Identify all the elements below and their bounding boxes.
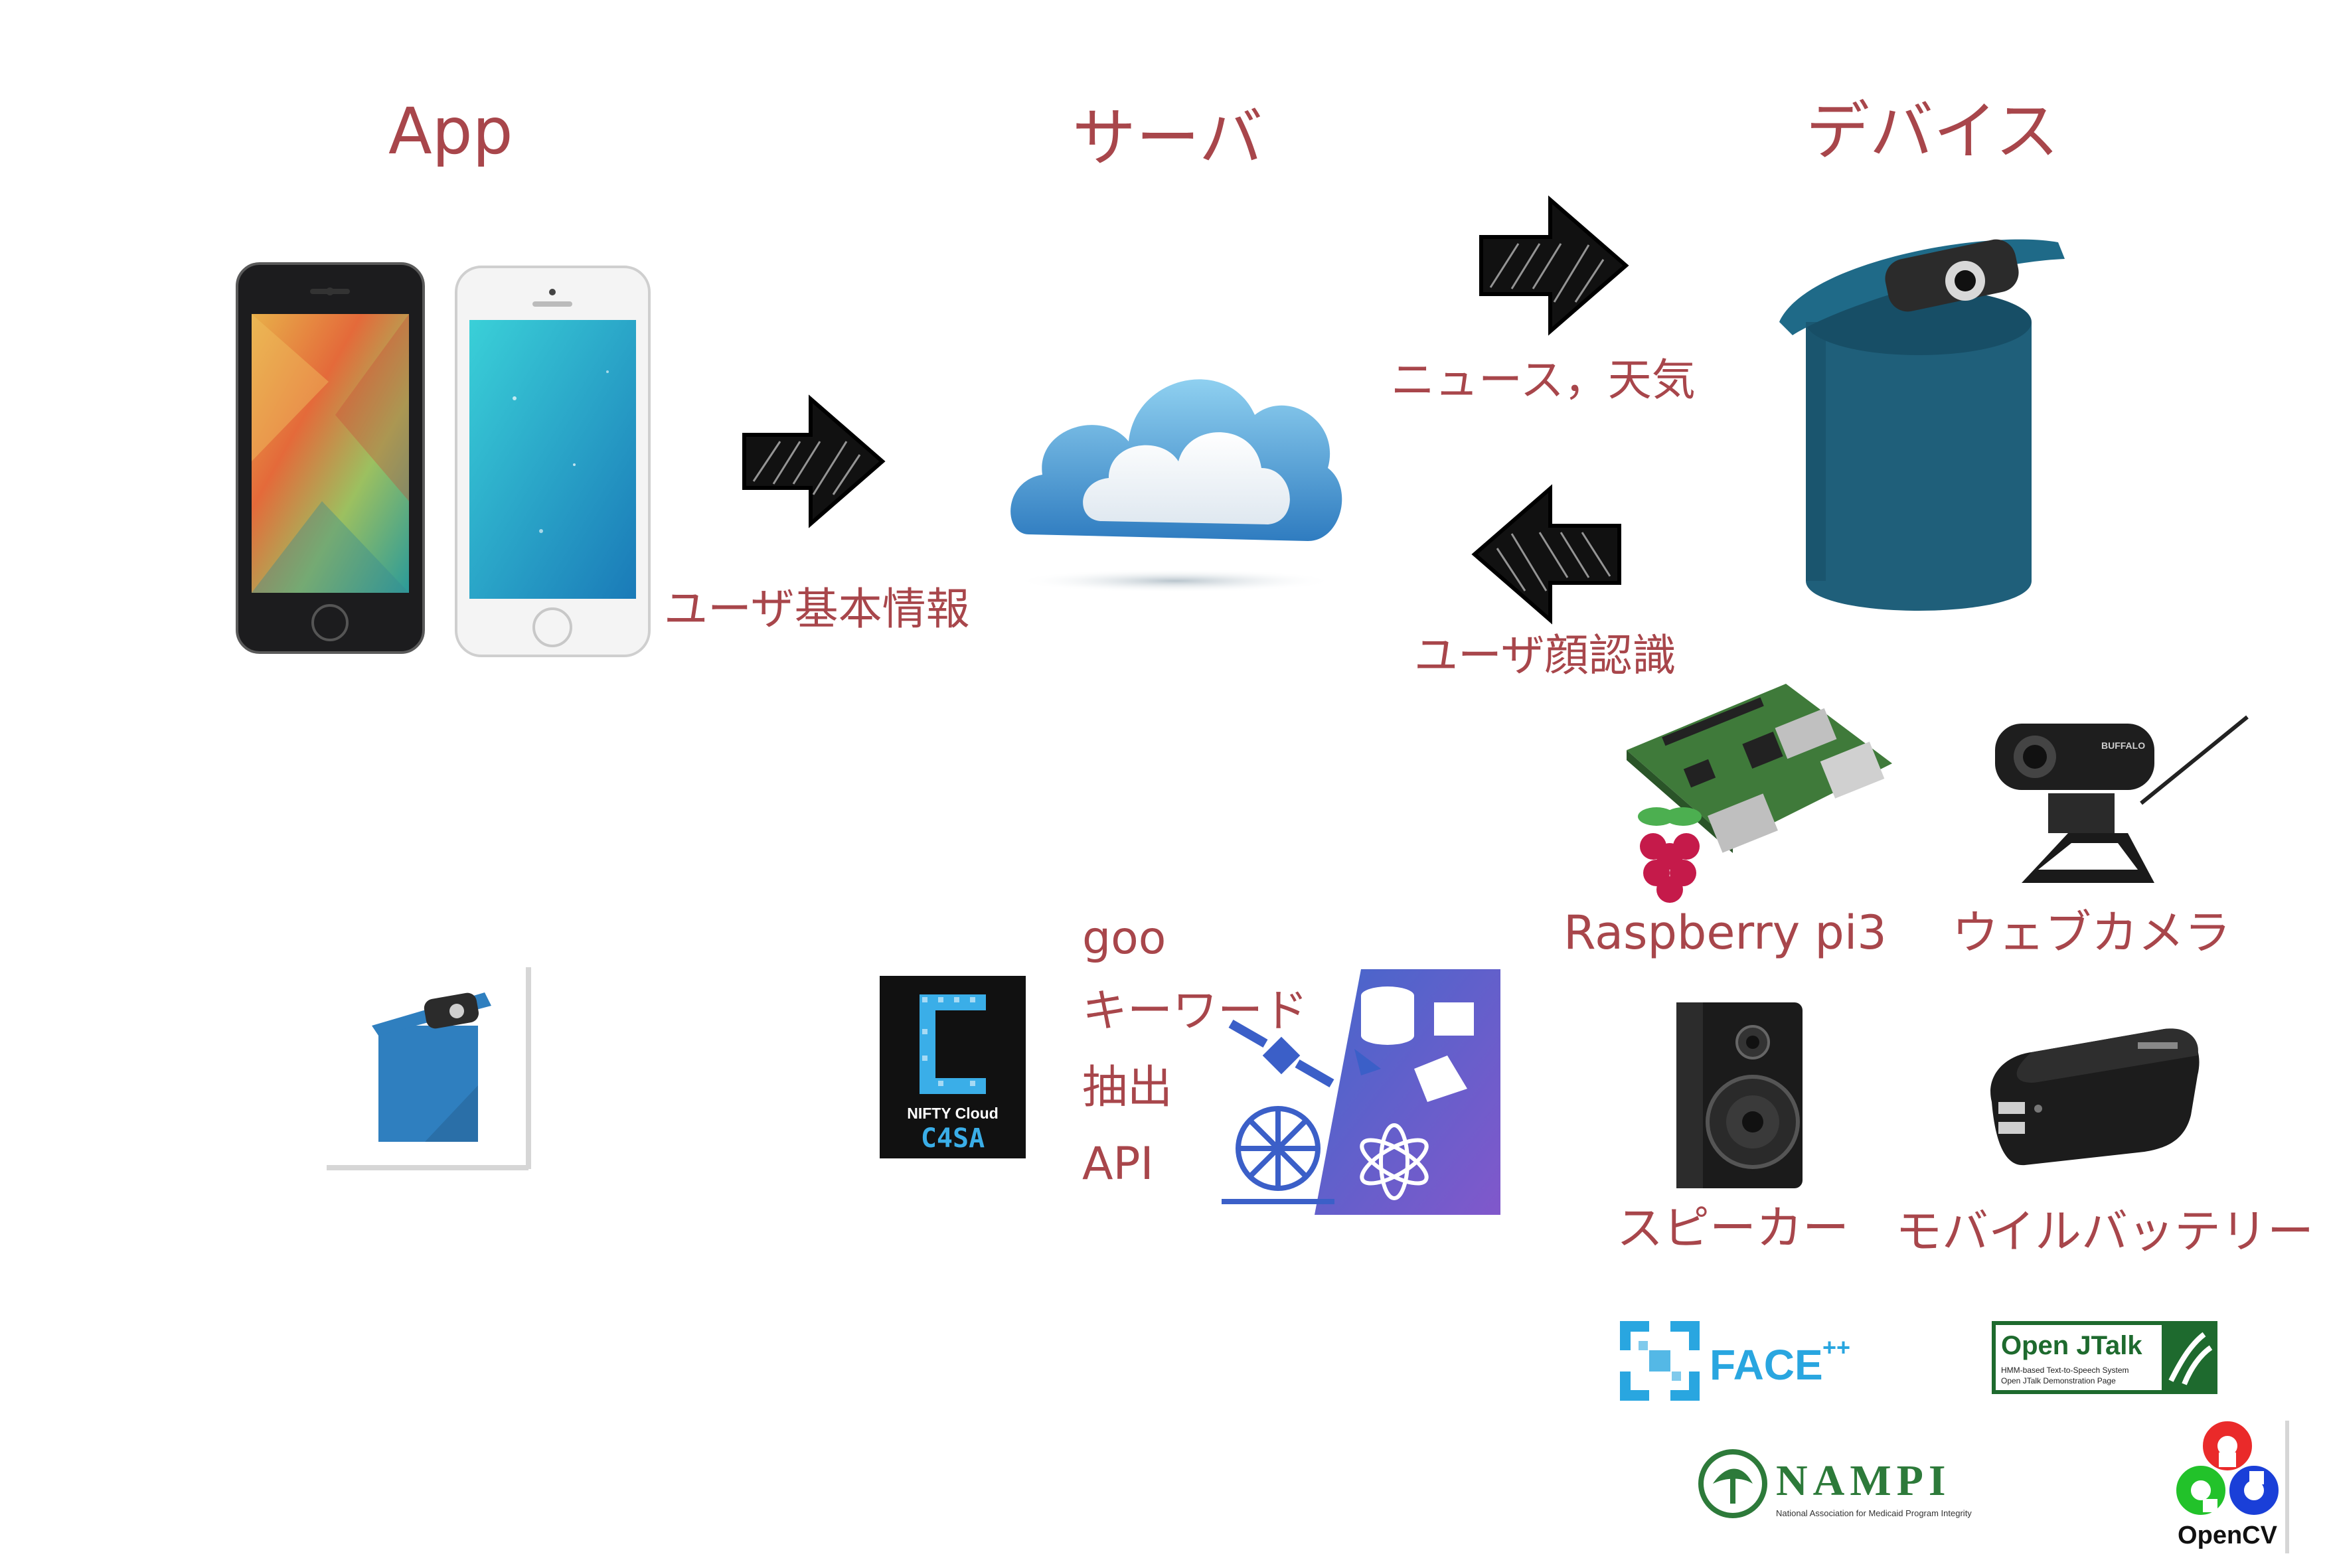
nifty-brand-text: NIFTY Cloud	[907, 1105, 999, 1122]
arrow-app-to-server	[740, 394, 886, 528]
raspberry-pi-image	[1613, 670, 1892, 916]
nampi-sub-text: National Association for Medicaid Progra…	[1776, 1508, 1972, 1518]
facepp-text: FACE	[1710, 1341, 1823, 1389]
science-illustration	[1215, 969, 1500, 1215]
facepp-sup-text: ++	[1822, 1334, 1850, 1361]
label-speaker: スピーカー	[1617, 1201, 1849, 1255]
openjtalk-sub2: Open JTalk Demonstration Page	[2001, 1376, 2116, 1385]
label-face-recognition: ユーザ顔認識	[1414, 630, 1676, 681]
speaker-image	[1663, 996, 1816, 1195]
webcam-image: BUFFALO	[1988, 710, 2254, 896]
label-webcam: ウェブカメラ	[1952, 905, 2231, 960]
cloud-icon	[1003, 335, 1348, 594]
opencv-logo: OpenCV	[2171, 1421, 2290, 1553]
heading-device: デバイス	[1806, 94, 2059, 169]
label-battery: モバイルバッテリー	[1895, 1204, 2314, 1259]
label-raspberry-pi: Raspberry pi3	[1564, 905, 1887, 960]
label-news-weather: ニュース，天気	[1391, 354, 1696, 406]
battery-image	[1978, 1022, 2204, 1168]
facepp-logo: FACE ++	[1620, 1321, 1872, 1401]
label-user-info: ユーザ基本情報	[664, 584, 970, 635]
app-icon	[325, 966, 534, 1172]
goo-line-1: goo	[1082, 912, 1166, 965]
nampi-text: NAMPI	[1776, 1456, 1951, 1505]
goo-line-3: 抽出	[1082, 1061, 1173, 1114]
heading-server: サーバ	[1072, 101, 1263, 175]
webcam-brand: BUFFALO	[2101, 740, 2145, 751]
arrow-server-to-device	[1477, 195, 1630, 336]
nifty-product-text: C4SA	[921, 1123, 985, 1154]
goo-line-2: キーワード	[1082, 985, 1309, 1038]
openjtalk-logo: Open JTalk HMM-based Text-to-Speech Syst…	[1992, 1321, 2217, 1394]
openjtalk-sub1: HMM-based Text-to-Speech System	[2001, 1366, 2129, 1375]
phone-image-white	[455, 266, 651, 657]
arrow-device-to-server	[1471, 484, 1623, 625]
nifty-cloud-logo: NIFTY Cloud C4SA	[880, 976, 1026, 1158]
goo-line-4: API	[1082, 1138, 1154, 1190]
device-image	[1766, 222, 2071, 621]
opencv-text: OpenCV	[2178, 1522, 2278, 1549]
nampi-logo: NAMPI National Association for Medicaid …	[1696, 1447, 1995, 1527]
openjtalk-title: Open JTalk	[2001, 1331, 2142, 1360]
phone-image-dark	[236, 262, 425, 654]
heading-app: App	[388, 94, 513, 169]
